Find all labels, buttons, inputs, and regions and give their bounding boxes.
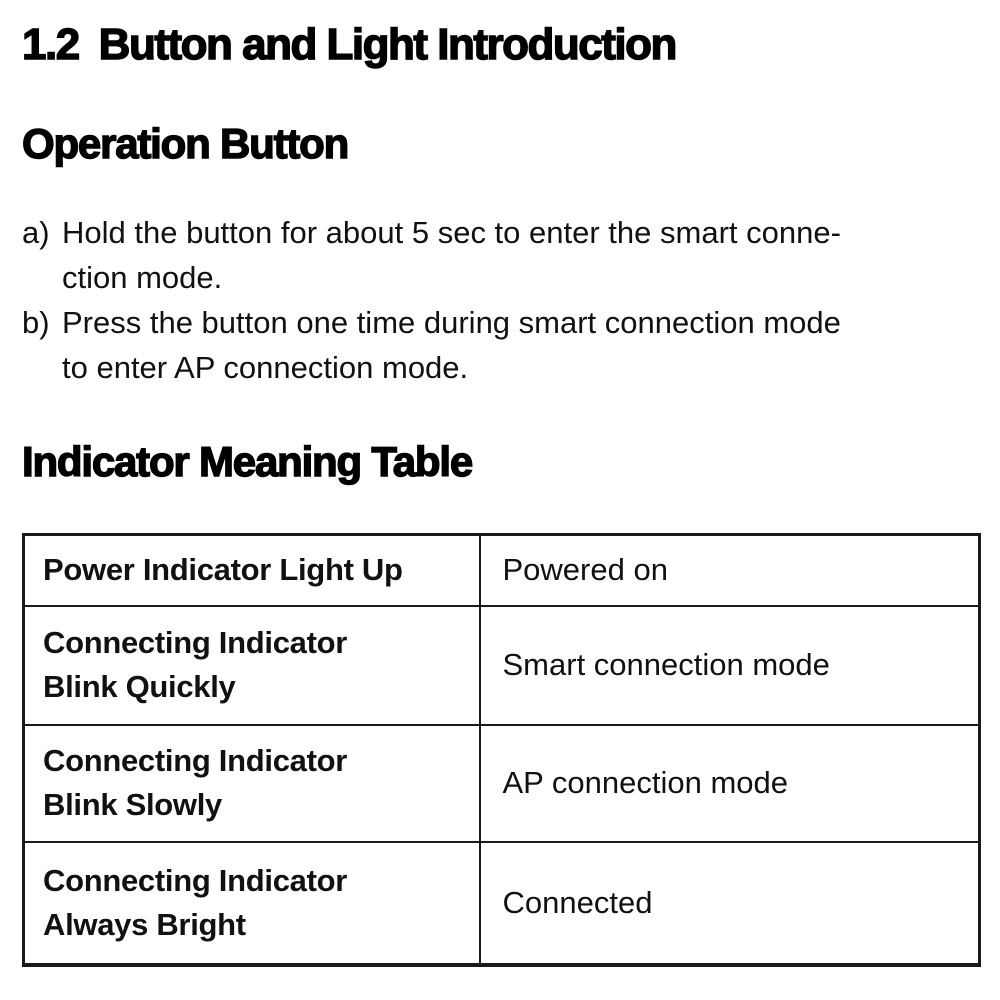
table-row: Connecting Indicator Blink Slowly AP con… — [22, 723, 981, 843]
meaning-cell: AP connection mode — [478, 723, 981, 843]
list-item-marker: a) — [22, 215, 50, 250]
table-row: Connecting Indicator Blink Quickly Smart… — [22, 604, 981, 726]
operation-steps-list: a) Hold the button for about 5 sec to en… — [22, 210, 978, 390]
section-title-text: Button and Light Introduction — [98, 20, 678, 69]
list-item-text: Press the button one time during smart c… — [62, 305, 841, 385]
indicator-cell: Connecting Indicator Blink Slowly — [22, 723, 481, 843]
meaning-cell: Powered on — [478, 533, 981, 607]
page-title: 1.2 Button and Light Introduction — [21, 20, 978, 69]
indicator-meaning-table: Power Indicator Light Up Powered on Conn… — [22, 533, 981, 967]
table-row: Connecting Indicator Always Bright Conne… — [22, 840, 981, 966]
operation-button-heading: Operation Button — [21, 120, 350, 167]
list-item: a) Hold the button for about 5 sec to en… — [22, 210, 978, 300]
indicator-cell: Connecting Indicator Always Bright — [22, 840, 481, 966]
indicator-cell: Power Indicator Light Up — [22, 533, 481, 607]
indicator-meaning-heading: Indicator Meaning Table — [21, 438, 474, 485]
list-item-marker: b) — [22, 305, 50, 340]
table-row: Power Indicator Light Up Powered on — [22, 533, 981, 607]
meaning-cell: Smart connection mode — [478, 604, 981, 726]
list-item-text: Hold the button for about 5 sec to enter… — [62, 215, 841, 295]
list-item: b) Press the button one time during smar… — [22, 300, 978, 390]
meaning-cell: Connected — [478, 840, 981, 966]
section-number: 1.2 — [21, 20, 81, 69]
indicator-cell: Connecting Indicator Blink Quickly — [22, 604, 481, 726]
